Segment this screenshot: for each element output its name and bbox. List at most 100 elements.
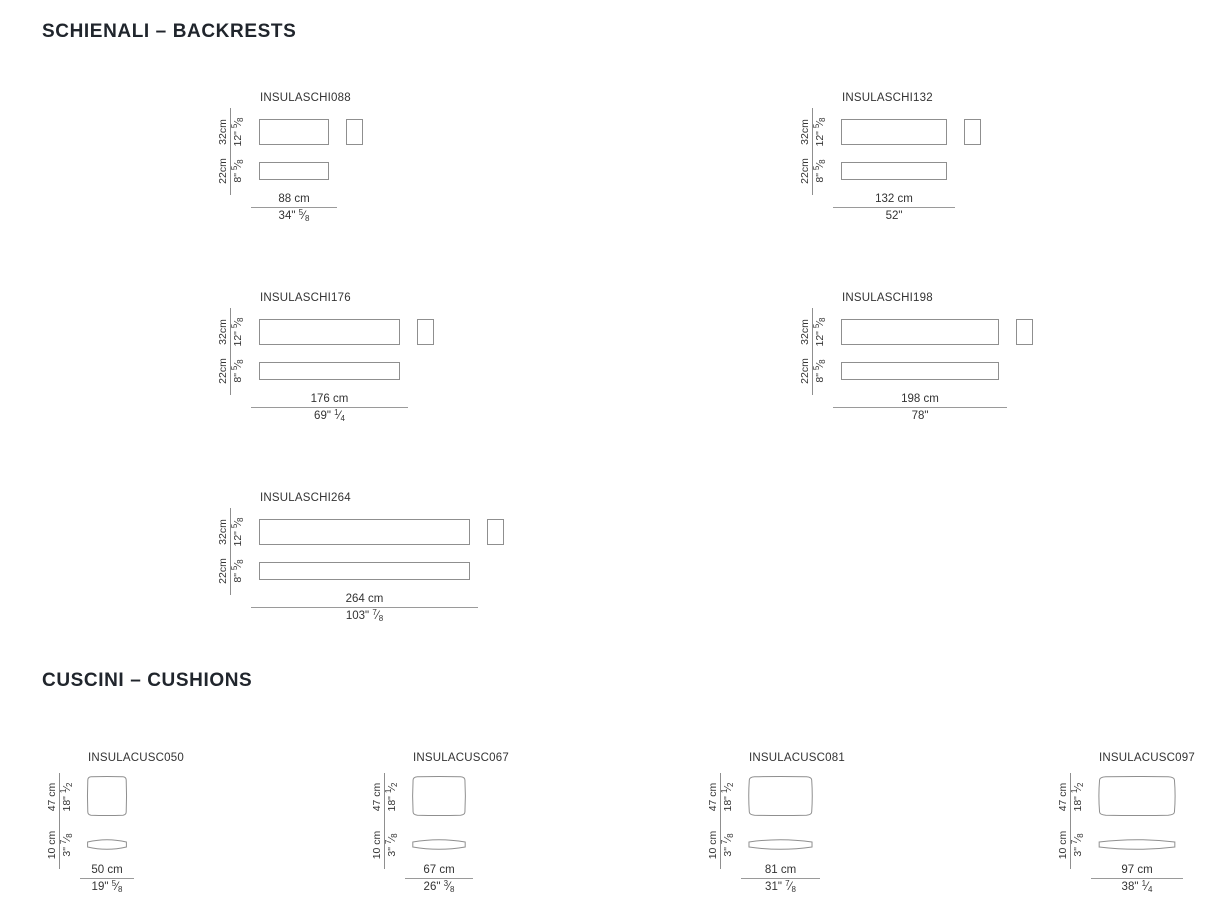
bottom-panel-height-label-inch: 8" 5⁄8 — [230, 559, 245, 583]
width-cm-label: 50 cm — [80, 863, 134, 879]
width-dimension: 132 cm 52" — [833, 192, 955, 224]
backrest-top-panel-shape — [841, 319, 999, 345]
product-code: INSULACUSC097 — [1099, 752, 1195, 764]
bottom-panel-height-label-inch: 8" 5⁄8 — [230, 159, 245, 183]
backrest-side-view-shape — [417, 319, 434, 345]
product-code: INSULASCHI088 — [260, 92, 351, 104]
backrest-top-panel-shape — [259, 319, 400, 345]
backrest-bottom-panel-shape — [259, 562, 470, 580]
cushion-thickness-label-inch: 3" 7⁄8 — [59, 833, 74, 857]
width-inch-label: 31" 7⁄8 — [765, 879, 796, 894]
backrest-top-panel-shape — [841, 119, 947, 145]
cushion-thickness-label-inch: 3" 7⁄8 — [1070, 833, 1085, 857]
cushion-thickness-label-inch: 3" 7⁄8 — [384, 833, 399, 857]
cushions-section-title: CUSCINI – CUSHIONS — [42, 670, 253, 691]
cushion-thickness-label-cm: 10 cm — [1057, 821, 1071, 869]
backrest-bottom-panel-shape — [259, 162, 329, 180]
backrest-side-view-shape — [964, 119, 981, 145]
cushion-thickness-label-inch: 3" 7⁄8 — [720, 833, 735, 857]
cushion-thickness-label-cm: 10 cm — [46, 821, 60, 869]
backrest-bottom-panel-shape — [259, 362, 400, 380]
cushion-height-label-inch: 18" 1⁄2 — [1070, 782, 1085, 812]
cushion-front-view-shape — [1098, 776, 1176, 816]
width-cm-label: 97 cm — [1091, 863, 1183, 879]
bottom-panel-height-label-inch: 8" 5⁄8 — [812, 359, 827, 383]
product-code: INSULACUSC050 — [88, 752, 184, 764]
width-inch-label: 103" 7⁄8 — [345, 608, 384, 623]
width-dimension: 198 cm 78" — [833, 392, 1007, 424]
cushion-height-label-cm: 47 cm — [1057, 773, 1071, 821]
cushion-thickness-label-cm: 10 cm — [707, 821, 721, 869]
bottom-panel-height-label-cm: 22cm — [217, 147, 231, 195]
cushion-thickness-label-cm: 10 cm — [371, 821, 385, 869]
cushion-height-label-inch: 18" 1⁄2 — [384, 782, 399, 812]
bottom-panel-height-label-inch: 8" 5⁄8 — [230, 359, 245, 383]
backrest-top-panel-shape — [259, 119, 329, 145]
width-cm-label: 132 cm — [833, 192, 955, 208]
width-cm-label: 81 cm — [741, 863, 820, 879]
product-code: INSULASCHI198 — [842, 292, 933, 304]
width-inch-label: 34" 5⁄8 — [278, 208, 310, 223]
product-code: INSULASCHI176 — [260, 292, 351, 304]
width-cm-label: 176 cm — [251, 392, 408, 408]
width-inch-label: 69" 1⁄4 — [314, 408, 345, 423]
width-cm-label: 88 cm — [251, 192, 337, 208]
cushion-height-label-inch: 18" 1⁄2 — [59, 782, 74, 812]
cushion-front-view-shape — [748, 776, 813, 816]
width-inch-label: 26" 3⁄8 — [423, 879, 455, 894]
width-inch-label: 38" 1⁄4 — [1121, 879, 1153, 894]
cushion-side-view-shape — [748, 837, 813, 852]
backrests-section-title: SCHIENALI – BACKRESTS — [42, 21, 297, 42]
cushion-height-label-cm: 47 cm — [707, 773, 721, 821]
backrest-top-panel-shape — [259, 519, 470, 545]
cushion-height-label-cm: 47 cm — [46, 773, 60, 821]
bottom-panel-height-label-cm: 22cm — [217, 547, 231, 595]
backrest-side-view-shape — [346, 119, 363, 145]
width-cm-label: 264 cm — [251, 592, 478, 608]
bottom-panel-height-label-cm: 22cm — [217, 347, 231, 395]
width-inch-label: 78" — [911, 410, 929, 422]
backrest-bottom-panel-shape — [841, 362, 999, 380]
product-code: INSULASCHI264 — [260, 492, 351, 504]
width-cm-label: 198 cm — [833, 392, 1007, 408]
backrest-side-view-shape — [1016, 319, 1033, 345]
bottom-panel-height-label-cm: 22cm — [799, 347, 813, 395]
width-cm-label: 67 cm — [405, 863, 473, 879]
cushion-side-view-shape — [1098, 837, 1176, 852]
backrest-side-view-shape — [487, 519, 504, 545]
width-inch-label: 52" — [885, 210, 903, 222]
cushion-height-label-inch: 18" 1⁄2 — [720, 782, 735, 812]
product-code: INSULACUSC067 — [413, 752, 509, 764]
width-inch-label: 19" 5⁄8 — [91, 879, 123, 894]
cushion-height-label-cm: 47 cm — [371, 773, 385, 821]
backrest-bottom-panel-shape — [841, 162, 947, 180]
cushion-side-view-shape — [87, 837, 127, 852]
cushion-front-view-shape — [87, 776, 127, 816]
cushion-side-view-shape — [412, 837, 466, 852]
bottom-panel-height-label-inch: 8" 5⁄8 — [812, 159, 827, 183]
cushion-front-view-shape — [412, 776, 466, 816]
product-code: INSULACUSC081 — [749, 752, 845, 764]
product-code: INSULASCHI132 — [842, 92, 933, 104]
